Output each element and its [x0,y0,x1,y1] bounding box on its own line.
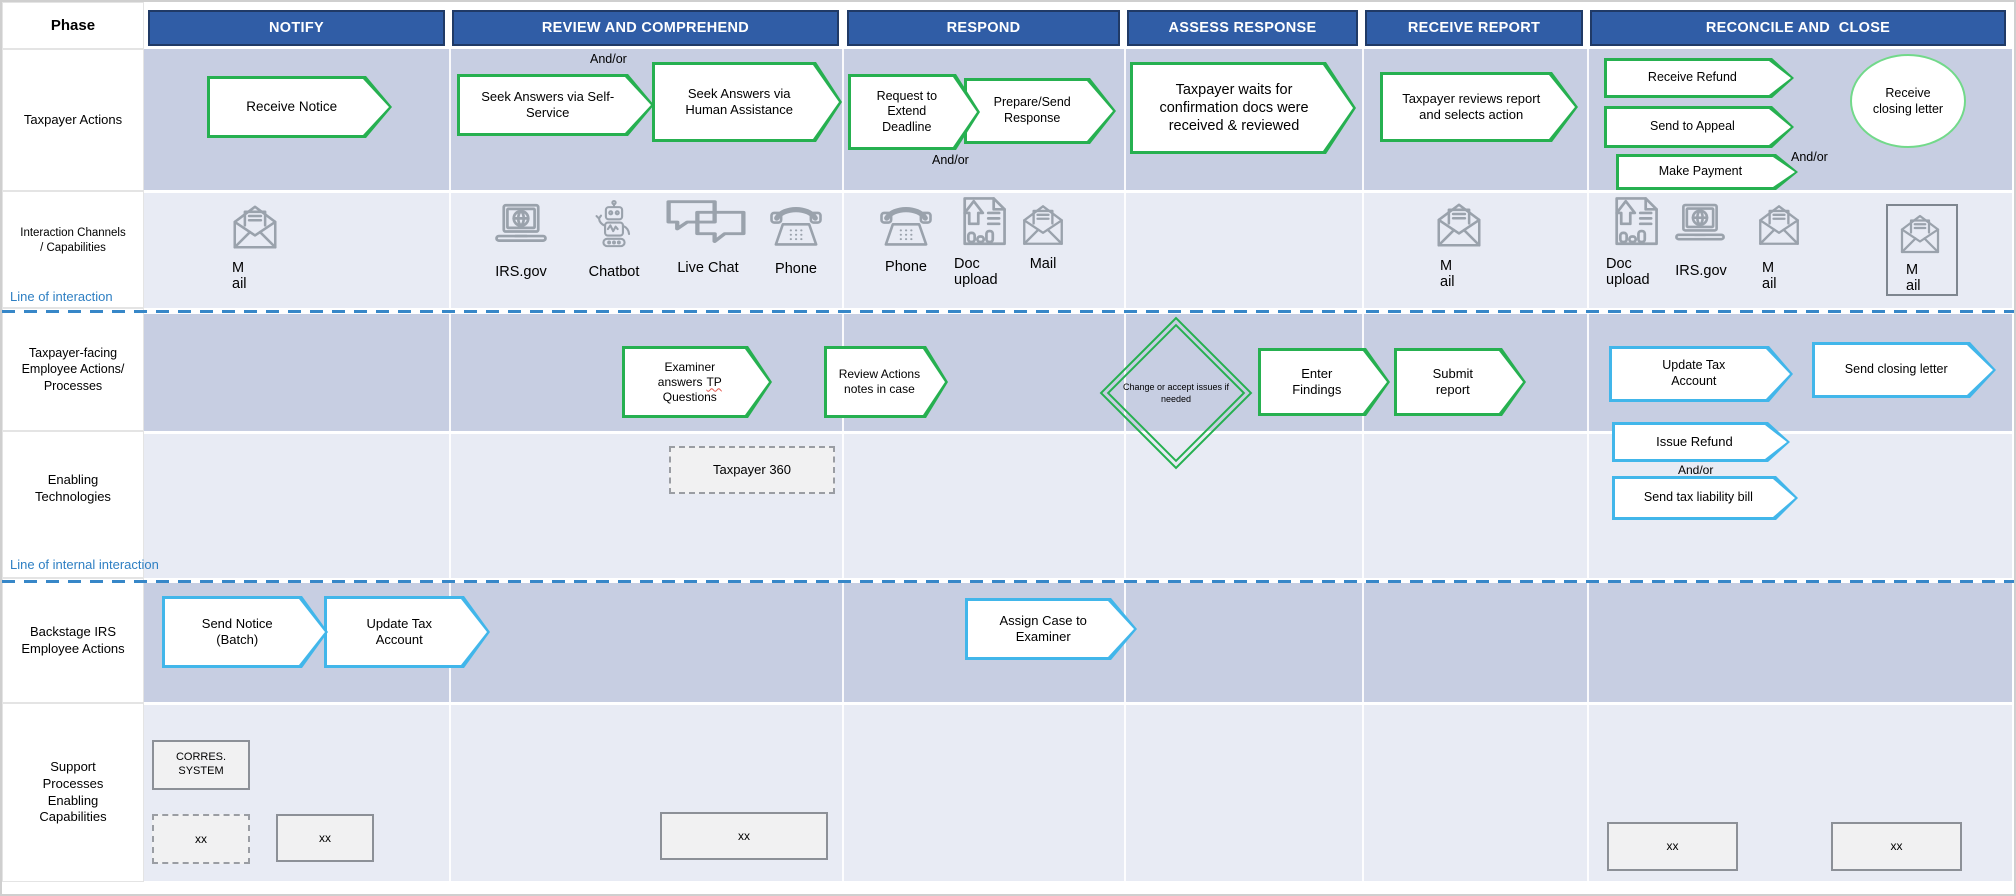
channel-label-irs-gov: IRS.gov [495,264,547,280]
column-divider [449,49,451,882]
step-make-payment: Make Payment [1616,154,1798,190]
phase-header-assess: ASSESS RESPONSE [1127,10,1358,46]
doc-upload-icon [952,192,1010,252]
step-receive-closing-letter: Receive closing letter [1850,54,1966,148]
step-enter-findings: Enter Findings [1258,348,1390,416]
line-of-interaction [2,310,2014,313]
channel-label-doc-upload: Doc upload [1606,256,1650,289]
step-send-tax-liability-bill: Send tax liability bill [1612,476,1798,520]
irs-gov-laptop-icon [1670,198,1730,254]
step-send-closing-letter: Send closing letter [1812,342,1996,398]
step-submit-report: Submit report [1394,348,1526,416]
channel-label-doc-upload: Doc upload [954,256,998,289]
step-send-notice-batch: Send Notice (Batch) [162,596,328,668]
tech-taxpayer-360: Taxpayer 360 [669,446,835,494]
mail-icon [1754,200,1804,250]
step-prepare-send-response: Prepare/Send Response [964,78,1116,144]
step-review-actions-notes: Review Actions notes in case [824,346,948,418]
phone-icon [768,198,824,254]
line-of-internal-interaction-label: Line of internal interaction [10,557,159,572]
line-of-interaction-label: Line of interaction [10,289,113,304]
live-chat-icon [660,192,752,254]
step-seek-answers-self-service: Seek Answers via Self-Service [457,74,654,136]
row-label-support: Support Processes Enabling Capabilities [2,703,144,882]
column-divider [1124,49,1126,882]
phase-label: Phase [2,2,144,49]
channel-label-mail: M ail [1906,262,1921,295]
step-issue-refund: Issue Refund [1612,422,1790,462]
and-or-label: And/or [1678,463,1714,477]
step-request-extend-deadline: Request to Extend Deadline [848,74,980,150]
phase-header-notify: NOTIFY [148,10,445,46]
column-divider [842,49,844,882]
support-placeholder-box: xx [276,814,374,862]
channel-label-mail: Mail [1029,256,1057,272]
and-or-label: And/or [1791,150,1828,164]
channel-label-mail: M ail [1762,260,1777,293]
mail-icon [228,200,282,254]
support-corres-system: CORRES. SYSTEM [152,740,250,790]
support-placeholder-box: xx [660,812,828,860]
mail-icon [1432,198,1486,252]
highlighted-mail-box [1886,204,1958,296]
and-or-label: And/or [590,52,627,66]
phase-header-receive-report: RECEIVE REPORT [1365,10,1583,46]
row-label-channels: Interaction Channels / Capabilities [2,191,144,308]
step-receive-refund: Receive Refund [1604,58,1794,98]
column-divider [1362,49,1364,882]
channel-label-mail: M ail [232,260,247,293]
channel-label-live-chat: Live Chat [677,260,739,276]
step-receive-notice: Receive Notice [207,76,392,138]
and-or-label: And/or [932,153,969,167]
step-send-to-appeal: Send to Appeal [1604,106,1794,148]
step-seek-answers-human: Seek Answers via Human Assistance [652,62,842,142]
irs-gov-laptop-icon [492,198,550,256]
row-label-enabling: Enabling Technologies [2,431,144,578]
phase-header-reconcile: RECONCILE AND CLOSE [1590,10,2006,46]
channel-label-chatbot: Chatbot [588,264,640,280]
phone-icon [878,198,934,254]
channel-label-phone: Phone [885,259,927,275]
phase-header-respond: RESPOND [847,10,1120,46]
band-channels [144,193,2012,308]
row-label-backstage: Backstage IRS Employee Actions [2,578,144,703]
row-label-taxpayer-actions: Taxpayer Actions [2,49,144,191]
channel-label-irs-gov: IRS.gov [1675,263,1727,279]
mail-icon [1018,200,1068,250]
step-update-tax-account-backstage: Update Tax Account [324,596,490,668]
row-label-employee: Taxpayer-facing Employee Actions/ Proces… [2,308,144,431]
step-taxpayer-reviews-report: Taxpayer reviews report and selects acti… [1380,72,1578,142]
step-assign-case-to-examiner: Assign Case to Examiner [965,598,1137,660]
column-divider [1587,49,1589,882]
support-placeholder-box: xx [152,814,250,864]
channel-label-phone: Phone [775,261,817,277]
chatbot-robot-icon [588,196,640,254]
line-of-internal-interaction [2,580,2014,583]
support-placeholder-box: xx [1607,822,1738,871]
channel-label-mail: M ail [1440,258,1455,291]
step-taxpayer-waits-confirmation: Taxpayer waits for confirmation docs wer… [1130,62,1356,154]
step-update-tax-account: Update Tax Account [1609,346,1793,402]
doc-upload-icon [1604,192,1662,252]
support-placeholder-box: xx [1831,822,1962,871]
phase-header-review: REVIEW AND COMPREHEND [452,10,839,46]
mail-icon [1896,210,1944,258]
